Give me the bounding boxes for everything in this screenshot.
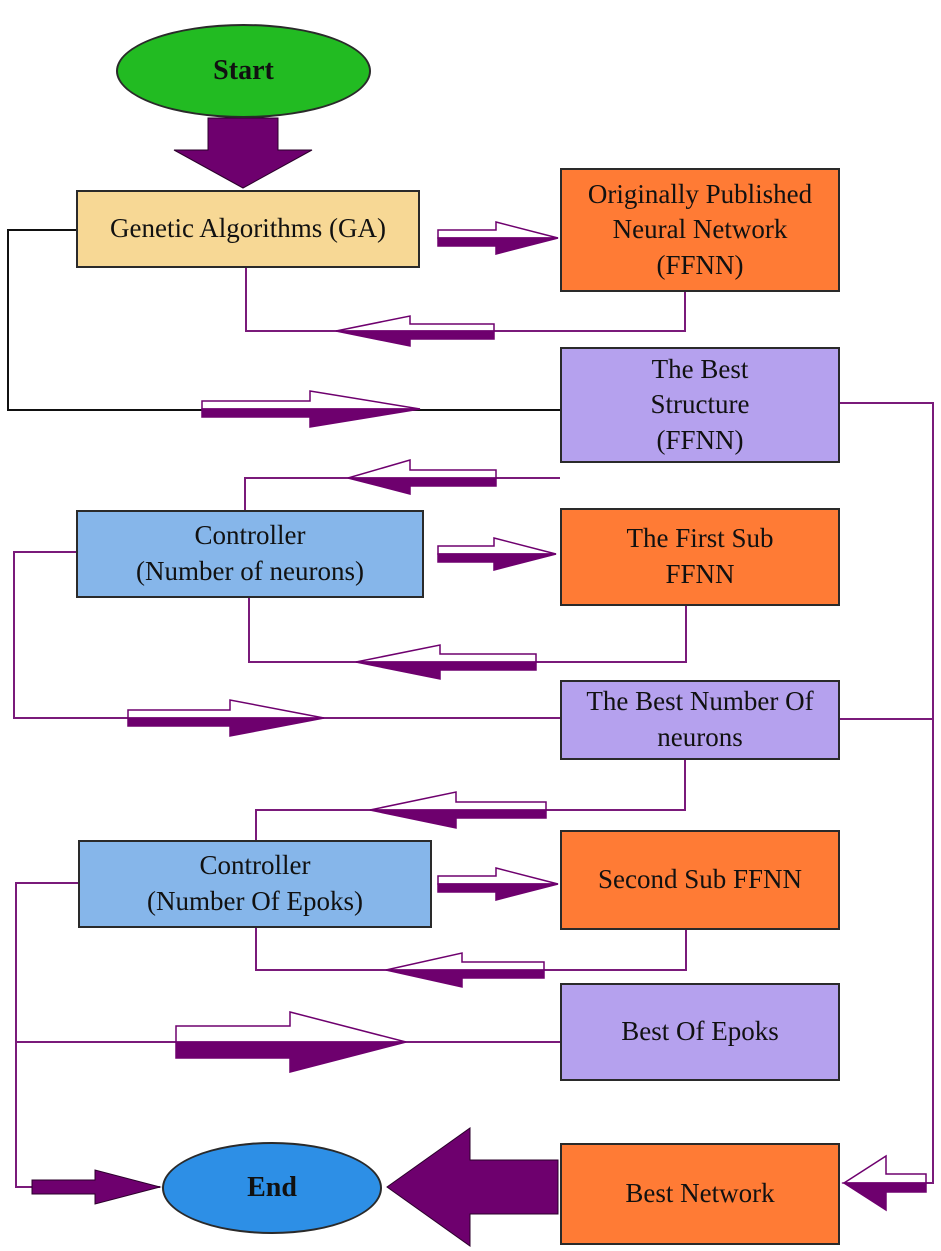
original-network-box: Originally Published Neural Network (FFN… [560, 168, 840, 292]
first-sub-ffnn-box: The First Sub FFNN [560, 508, 840, 606]
start-down-arrow-icon [173, 117, 313, 189]
end-node: End [162, 1142, 382, 1234]
arrow-beststructure-to-controller1-icon [347, 459, 497, 495]
arrow-ga-to-original-icon [437, 221, 559, 255]
controller-neurons-box: Controller (Number of neurons) [76, 510, 424, 598]
bestnetwork-to-end-arrow-icon [386, 1127, 559, 1247]
connector-bestneurons-to-controller2 [255, 760, 686, 841]
connector-beststructure-to-bestnetwork [840, 402, 934, 1184]
arrow-firstsub-to-controller1-icon [355, 644, 537, 680]
connector-firstsub-to-controller1 [248, 598, 687, 663]
connector-controller2-loop [15, 882, 160, 1188]
best-neurons-box: The Best Number Of neurons [560, 680, 840, 760]
best-network-box: Best Network [560, 1143, 840, 1245]
arrow-to-best-epoks-icon [175, 1011, 407, 1073]
controller-epoks-box: Controller (Number Of Epoks) [78, 840, 432, 928]
arrow-to-best-structure-icon [201, 390, 421, 428]
best-structure-box: The Best Structure (FFNN) [560, 347, 840, 463]
second-sub-ffnn-box: Second Sub FFNN [560, 830, 840, 930]
arrow-to-best-neurons-icon [127, 699, 325, 737]
best-epoks-box: Best Of Epoks [560, 983, 840, 1081]
side-to-end-arrow-icon [31, 1169, 162, 1205]
arrow-side-to-bestnetwork-icon [841, 1154, 927, 1212]
arrow-bestneurons-to-controller2-icon [369, 791, 547, 829]
arrow-controller1-to-firstsub-icon [437, 537, 557, 571]
arrow-secondsub-to-controller2-icon [385, 952, 545, 988]
arrow-controller2-to-secondsub-icon [437, 867, 559, 901]
arrow-original-to-ga-icon [335, 315, 495, 347]
start-node: Start [116, 24, 371, 118]
ga-box: Genetic Algorithms (GA) [76, 190, 420, 268]
